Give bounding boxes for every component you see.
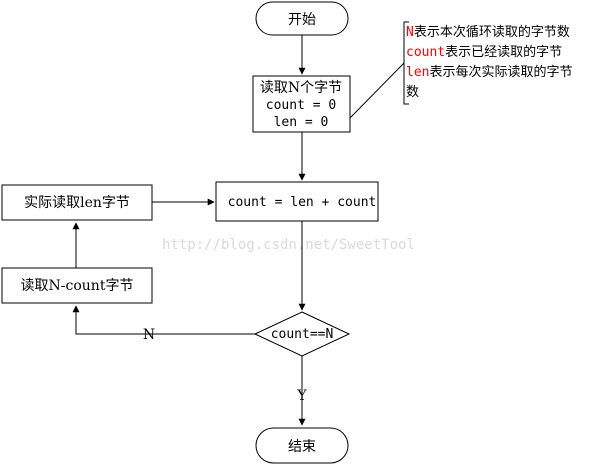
annotation-text-count: 表示已经读取的字节 <box>445 44 562 60</box>
actual-read-label: 实际读取len字节 <box>24 194 130 211</box>
decision-diamond: count==N <box>253 311 351 357</box>
read-remaining-box: 读取N-count字节 <box>1 267 153 304</box>
branch-no-label: N <box>143 327 155 343</box>
len-init-label: len = 0 <box>274 115 329 130</box>
end-node: 结束 <box>255 427 349 464</box>
start-node: 开始 <box>255 1 349 36</box>
end-label: 结束 <box>288 439 316 455</box>
actual-read-box: 实际读取len字节 <box>1 184 153 221</box>
watermark: http://blog.csdn.net/SweetTool <box>162 237 415 253</box>
read-n-bytes-box: 读取N个字节 count = 0 len = 0 <box>252 75 351 133</box>
decision-label: count==N <box>271 327 334 342</box>
annotation-text-continued: 数 <box>406 85 419 100</box>
count-init-label: count = 0 <box>266 98 336 113</box>
start-label: 开始 <box>288 12 316 28</box>
annotation-line-3: len表示每次实际读取的字节 <box>406 64 573 80</box>
connector-decision-no-branch <box>72 305 255 335</box>
read-remaining-label: 读取N-count字节 <box>21 277 134 294</box>
annotation-key-len: len <box>406 65 429 80</box>
update-count-label: count = len + count <box>228 195 377 210</box>
annotation-bracket <box>403 21 409 105</box>
annotation-line-4: 数 <box>406 85 419 100</box>
branch-yes-label: Y <box>296 388 307 404</box>
annotation-line-1: N表示本次循环读取的字节数 <box>406 24 570 40</box>
annotation-leader-line <box>349 62 405 119</box>
annotation-line-2: count表示已经读取的字节 <box>406 44 562 60</box>
annotation-text-len: 表示每次实际读取的字节 <box>429 64 572 80</box>
read-n-bytes-label: 读取N个字节 <box>260 79 342 96</box>
annotation-key-count: count <box>406 45 445 60</box>
annotation-text-n: 表示本次循环读取的字节数 <box>414 24 570 40</box>
annotation-key-n: N <box>406 25 414 40</box>
annotation-note: N表示本次循环读取的字节数 count表示已经读取的字节 len表示每次实际读取… <box>406 24 573 100</box>
update-count-box: count = len + count <box>215 181 379 222</box>
